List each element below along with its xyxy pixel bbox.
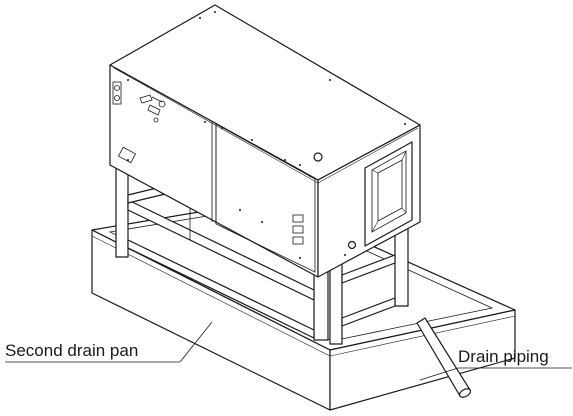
leader-line-drain-pipe-angle <box>419 367 459 381</box>
second-drain-pan-label: Second drain pan <box>5 341 139 360</box>
pipe-connection-detail <box>139 94 166 123</box>
knockout-detail <box>292 214 304 245</box>
leader-line-drain-pan-angle <box>179 321 213 363</box>
service-port-detail <box>112 81 137 164</box>
fan-coil-unit-icon <box>109 4 421 278</box>
support-stand-icon <box>115 164 409 345</box>
drain-pipe-icon <box>416 317 472 398</box>
drain-piping-label: Drain piping <box>458 347 549 366</box>
air-outlet-duct <box>364 141 413 247</box>
